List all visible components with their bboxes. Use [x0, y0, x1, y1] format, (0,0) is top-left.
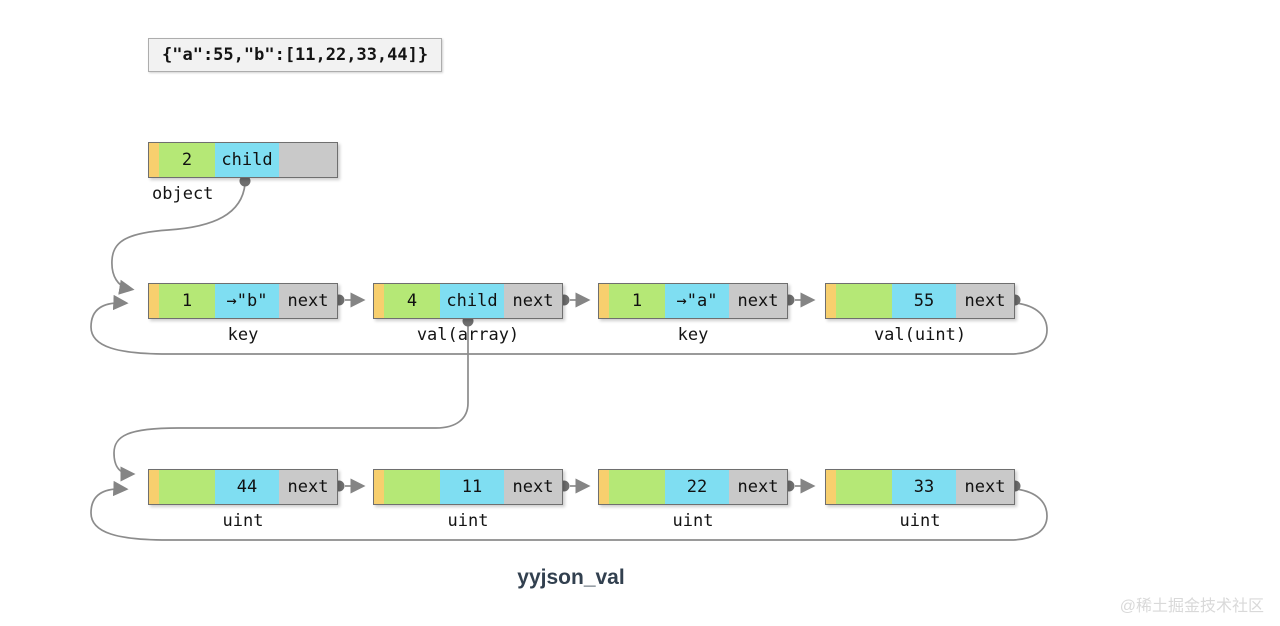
uint-11-c-cell: next [504, 470, 562, 504]
val-uint-55-a-cell [836, 284, 892, 318]
uint-22-b-cell: 22 [665, 470, 729, 504]
wire-row2-loop [90, 480, 1048, 541]
uint-11-a-cell [384, 470, 440, 504]
diagram-title: yyjson_val [517, 566, 625, 589]
key-a-c-cell: next [729, 284, 787, 318]
uint-44-b-cell: 44 [215, 470, 279, 504]
key-a-a-cell: 1 [609, 284, 665, 318]
uint-33-tag-strip [826, 470, 836, 504]
object-b-cell: child [215, 143, 279, 177]
json-source-code-box: {"a":55,"b":[11,22,33,44]} [148, 38, 443, 72]
uint-22-a-cell [609, 470, 665, 504]
dot-object-child [239, 175, 251, 187]
wire-row1-loop [90, 294, 1048, 355]
uint-44-a-cell [159, 470, 215, 504]
key-b-c-cell: next [279, 284, 337, 318]
uint-22-tag-strip [599, 470, 609, 504]
val-uint-55-b-cell: 55 [892, 284, 956, 318]
key-b-b-cell: →"b" [215, 284, 279, 318]
val-uint-55-c-cell: next [956, 284, 1014, 318]
uint-11-tag-strip [374, 470, 384, 504]
val-uint-55-label: val(uint) [873, 325, 967, 345]
key-b-tag-strip [149, 284, 159, 318]
key-b-node: 1→"b"next [148, 283, 338, 319]
val-array-tag-strip [374, 284, 384, 318]
uint-33-label: uint [899, 511, 941, 531]
uint-22-label: uint [672, 511, 714, 531]
object-tag-strip [149, 143, 159, 177]
key-a-tag-strip [599, 284, 609, 318]
uint-33-a-cell [836, 470, 892, 504]
uint-44-label: uint [222, 511, 264, 531]
uint-33-b-cell: 33 [892, 470, 956, 504]
key-a-b-cell: →"a" [665, 284, 729, 318]
key-a-label: key [677, 325, 709, 345]
val-uint-55-tag-strip [826, 284, 836, 318]
object-c-cell [279, 143, 337, 177]
uint-22-c-cell: next [729, 470, 787, 504]
object-label: object [152, 184, 214, 204]
key-a-node: 1→"a"next [598, 283, 788, 319]
val-array-b-cell: child [440, 284, 504, 318]
wire-val-array-child-to-uint-44 [113, 324, 469, 482]
uint-11-b-cell: 11 [440, 470, 504, 504]
uint-33-c-cell: next [956, 470, 1014, 504]
key-b-a-cell: 1 [159, 284, 215, 318]
uint-44-tag-strip [149, 470, 159, 504]
val-array-label: val(array) [416, 325, 520, 345]
watermark-text: @稀土掘金技术社区 [1119, 598, 1264, 615]
object-a-cell: 2 [159, 143, 215, 177]
wire-object-child-to-key-b [111, 183, 246, 295]
val-array-a-cell: 4 [384, 284, 440, 318]
uint-44-c-cell: next [279, 470, 337, 504]
uint-11-label: uint [447, 511, 489, 531]
val-array-c-cell: next [504, 284, 562, 318]
key-b-label: key [227, 325, 259, 345]
